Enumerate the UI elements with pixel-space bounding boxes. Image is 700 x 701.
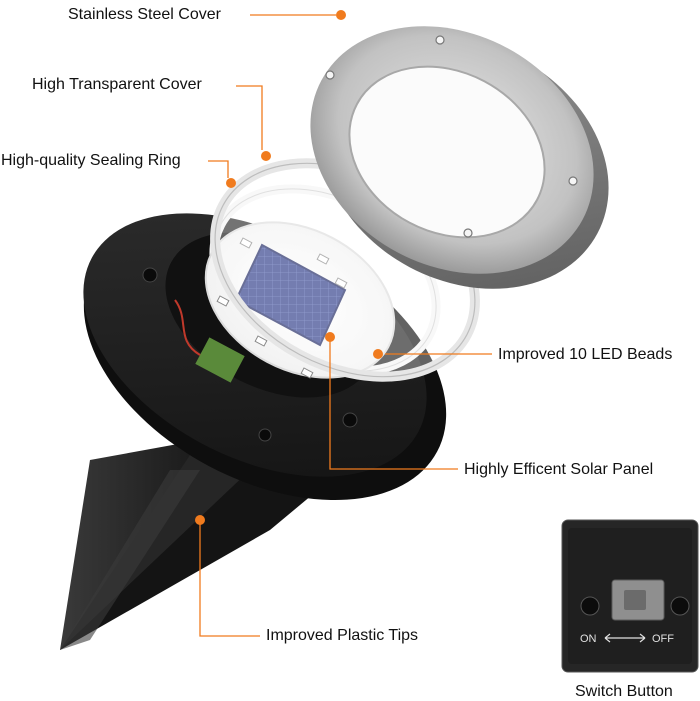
leader-dots [195,10,383,525]
double-arrow-icon [604,633,646,643]
leader-lines [199,14,492,637]
pointer-dot-icon [261,151,271,161]
pointer-dot-icon [226,178,236,188]
spike-highlight [60,470,200,650]
led-solar-module [204,221,396,379]
stainless-steel-cover [310,26,609,289]
pointer-dot-icon [336,10,346,20]
leader-solar-panel [329,340,458,470]
label-sealing-ring: High-quality Sealing Ring [1,152,181,169]
label-led-beads: Improved 10 LED Beads [498,346,673,363]
switch-inset: ON OFF [561,519,699,673]
steel-cover-window [348,65,546,239]
screw-hole-icon [142,267,158,283]
screw-hole-icon [463,228,473,238]
wire-icon [174,299,201,356]
pointer-dot-icon [325,332,335,342]
label-plastic-tips: Improved Plastic Tips [266,627,419,644]
led-bead-icon [300,367,314,379]
label-solar-panel: Highly Efficent Solar Panel [464,461,654,478]
label-switch-button: Switch Button [575,683,673,700]
screw-hole-icon [325,70,335,80]
pointer-dot-icon [195,515,205,525]
leader-plastic-tips [199,520,260,637]
led-bead-icon [239,237,253,249]
led-bead-icon [216,295,230,307]
switch-knob-icon [624,590,646,610]
ground-spike [60,440,330,650]
led-bead-icon [334,277,348,289]
switch-off-label: OFF [652,633,674,645]
screw-hole-icon [580,596,600,616]
battery-icon [195,337,245,383]
label-stainless-cover: Stainless Steel Cover [68,6,221,23]
screw-hole-icon [342,412,358,428]
label-transparent-cover: High Transparent Cover [32,76,202,93]
pointer-dot-icon [373,349,383,359]
screw-hole-icon [258,428,272,442]
led-bead-icon [254,335,268,347]
screw-hole-icon [670,596,690,616]
solar-panel-icon [234,243,347,347]
leader-transparent-cover [236,85,263,150]
screw-hole-icon [435,35,445,45]
led-bead-icon [316,253,330,265]
switch-on-label: ON [580,633,597,645]
spike-fin-right [60,470,330,650]
screw-hole-icon [568,176,578,186]
leader-sealing-ring [208,160,229,178]
